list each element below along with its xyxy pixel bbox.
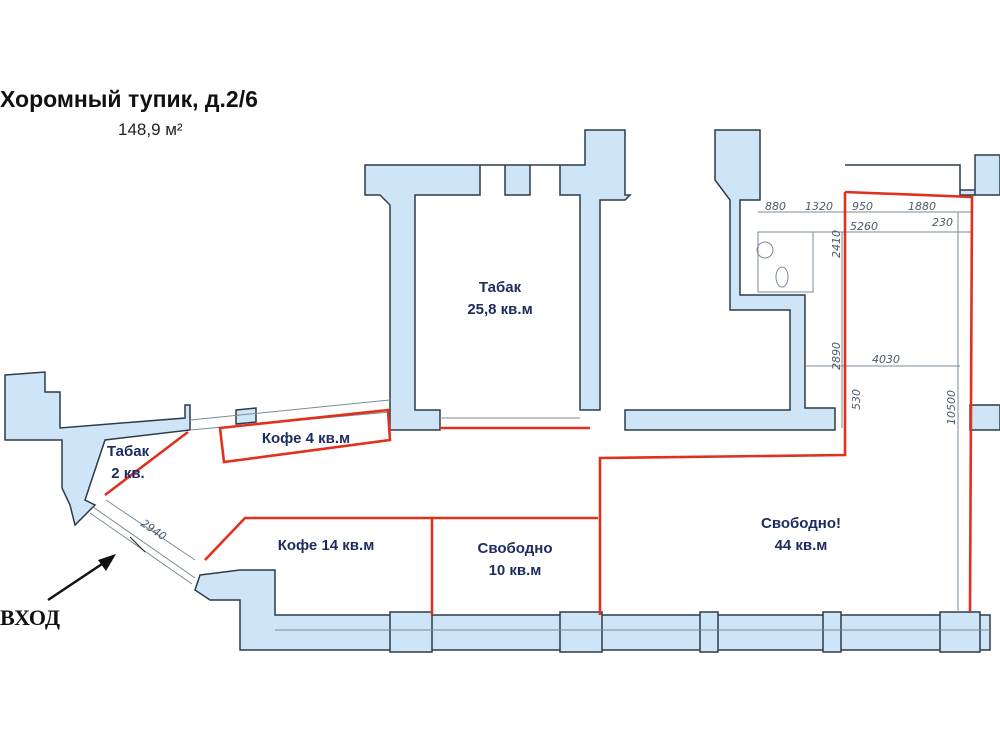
- entrance-arrow-icon: [47, 558, 109, 602]
- sink-icon: [756, 241, 774, 259]
- wall-bottom-pier-1: [389, 611, 433, 653]
- room-kofe14-name: Кофе 14 кв.м: [278, 537, 375, 554]
- dim-230: 230: [932, 216, 953, 229]
- wall-bottom-pier-4: [822, 611, 842, 653]
- wall-center-column: [624, 129, 836, 431]
- dim-2410: 2410: [830, 230, 843, 258]
- wall-bottom-pier-5: [939, 611, 981, 653]
- entrance-marker: ВХОД: [0, 554, 116, 630]
- room-tabak-size: 25,8 кв.м: [467, 301, 532, 318]
- room-kofe4-name: Кофе 4 кв.м: [262, 430, 350, 447]
- dim-880: 880: [765, 200, 786, 213]
- room-free44-size: 44 кв.м: [775, 537, 828, 554]
- wall-top-left: [364, 129, 632, 431]
- wall-bottom-pier-2: [559, 611, 603, 653]
- wall-bottom-pier-3: [699, 611, 719, 653]
- room-free10-name: Свободно: [478, 540, 553, 557]
- wall-right-pier: [969, 404, 1000, 431]
- dim-5260: 5260: [850, 220, 878, 233]
- walls: [4, 129, 1000, 653]
- bathroom: [757, 231, 814, 293]
- entrance-label: ВХОД: [0, 605, 60, 630]
- dim-950: 950: [852, 200, 873, 213]
- dim-1880: 1880: [908, 200, 936, 213]
- room-labels: Табак 25,8 кв.м Кофе 4 кв.м Табак 2 кв. …: [107, 279, 841, 579]
- total-area: 148,9 м²: [118, 120, 183, 139]
- dim-1320: 1320: [805, 200, 833, 213]
- address-title: Хоромный тупик, д.2/6: [0, 86, 258, 112]
- dim-10500: 10500: [945, 390, 958, 425]
- wall-window-pier: [235, 407, 257, 425]
- room-tabak2-size: 2 кв.: [111, 465, 144, 482]
- dim-530: 530: [850, 389, 863, 410]
- room-tabak-name: Табак: [479, 279, 522, 296]
- dim-4030: 4030: [872, 353, 900, 366]
- wall-right: [974, 154, 1000, 196]
- wall-left-block: [4, 371, 191, 527]
- room-free10-size: 10 кв.м: [489, 562, 542, 579]
- dim-2890: 2890: [830, 342, 843, 370]
- toilet-icon: [775, 266, 789, 288]
- room-outlines: [104, 190, 974, 615]
- room-tabak2-name: Табак: [107, 443, 150, 460]
- room-free44-name: Свободно!: [761, 515, 841, 532]
